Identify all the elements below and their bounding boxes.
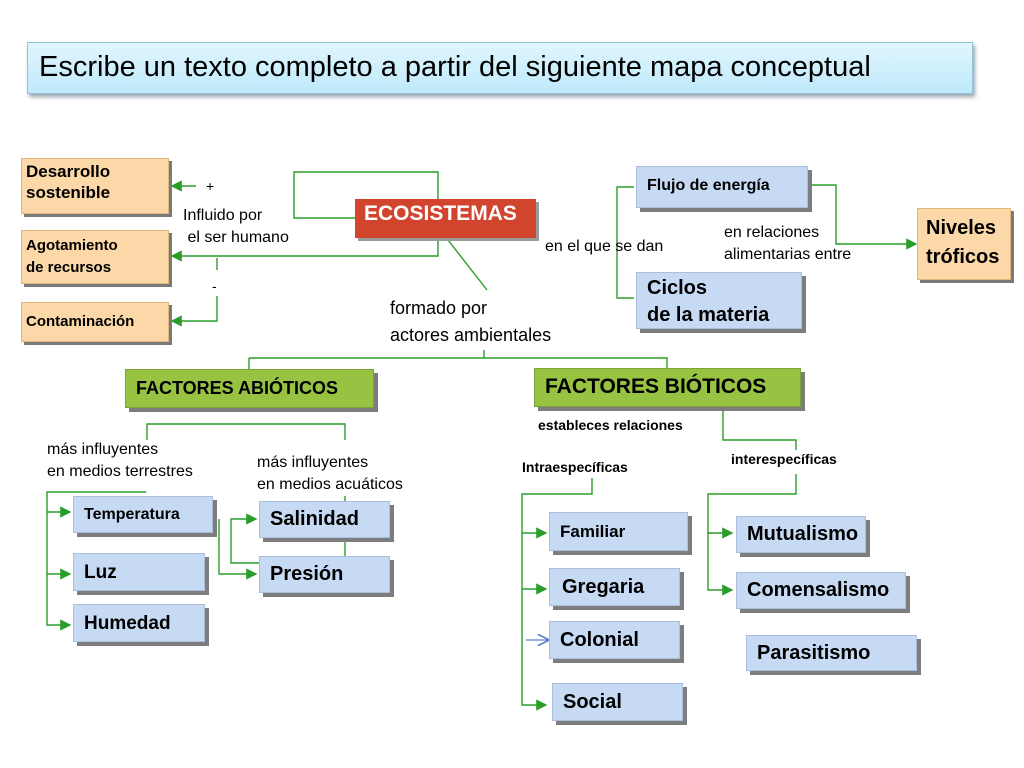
- label-acuaticos: más influyentes en medios acuáticos: [257, 454, 403, 493]
- label-formado-por-actores: formado por actores ambientales: [390, 298, 552, 345]
- node-desarrollo-sostenible: Desarrollo sostenible: [21, 158, 169, 214]
- node-salinidad: Salinidad: [259, 501, 390, 538]
- node-factores-abioticos: FACTORES ABIÓTICOS: [125, 369, 374, 408]
- node-agotamiento-recursos: Agotamiento de recursos: [21, 230, 169, 284]
- node-presion: Presión: [259, 556, 390, 593]
- label-influido-ser-humano: Influido por el ser humano: [183, 207, 289, 246]
- node-factores-bioticos: FACTORES BIÓTICOS: [534, 368, 801, 407]
- node-luz: Luz: [73, 553, 205, 591]
- node-contaminacion: Contaminación: [21, 302, 169, 342]
- node-niveles-troficos: Niveles tróficos: [917, 208, 1011, 280]
- node-parasitismo: Parasitismo: [746, 635, 917, 671]
- line-abio-branch: [146, 423, 346, 440]
- node-temperatura: Temperatura: [73, 496, 213, 533]
- label-intraespecificas: Intraespecíficas: [522, 459, 628, 475]
- node-mutualismo: Mutualismo: [736, 516, 866, 553]
- line-to-contaminacion: [170, 296, 218, 327]
- label-relaciones-alimentarias: en relaciones alimentarias entre: [724, 224, 852, 263]
- line-to-presion: [218, 519, 258, 580]
- node-ecosistemas: ECOSISTEMAS: [355, 199, 536, 238]
- label-terrestres: más influyentes en medios terrestres: [47, 441, 193, 480]
- node-ciclos-materia: Ciclos de la materia: [636, 272, 802, 329]
- line-eco-formado: [447, 239, 488, 291]
- node-social: Social: [552, 683, 683, 721]
- page-title: Escribe un texto completo a partir del s…: [27, 42, 973, 94]
- label-minus: -: [212, 278, 217, 294]
- node-comensalismo: Comensalismo: [736, 572, 906, 609]
- label-plus: +: [206, 178, 215, 194]
- node-flujo-energia: Flujo de energía: [636, 166, 808, 208]
- node-familiar: Familiar: [549, 512, 688, 551]
- line-bio-relaciones: [722, 410, 797, 450]
- node-humedad: Humedad: [73, 604, 205, 642]
- label-estableces-relaciones: estableces relaciones: [538, 417, 683, 433]
- label-en-el-que-se-dan: en el que se dan: [545, 238, 664, 255]
- node-gregaria: Gregaria: [549, 568, 680, 606]
- node-colonial: Colonial: [549, 621, 680, 659]
- label-interespecificas: interespecíficas: [731, 451, 837, 467]
